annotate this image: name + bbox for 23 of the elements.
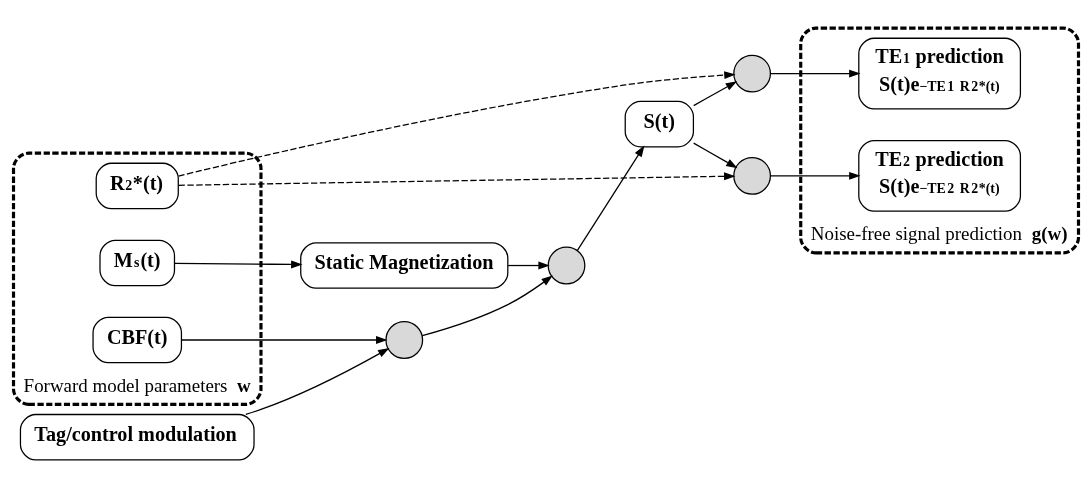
node-circle	[547, 246, 586, 285]
arrow	[174, 260, 303, 269]
arrow	[178, 172, 736, 186]
node-box: S(t)	[624, 100, 695, 148]
node-circle	[385, 321, 424, 359]
node-circle	[733, 54, 772, 93]
arrow	[421, 275, 553, 337]
node-box: Ms(t)	[99, 239, 176, 287]
arrow	[769, 69, 861, 78]
arrow	[177, 71, 736, 177]
arrow	[180, 336, 388, 344]
arrow	[693, 81, 738, 107]
arrow	[576, 145, 645, 251]
arrow	[693, 142, 738, 169]
node-box: CBF(t)	[92, 316, 183, 364]
node-box: TE1 prediction S(t)e−TE1 R2*(t)	[858, 37, 1022, 110]
arrow	[769, 171, 861, 180]
node-box: Tag/control modulation	[19, 413, 255, 461]
node-box: TE2 prediction S(t)e−TE2 R2*(t)	[858, 139, 1022, 212]
node-box: Static Magnetization	[300, 242, 509, 289]
node-circle	[733, 156, 772, 195]
arrow	[507, 261, 550, 270]
node-box: R2*(t)	[95, 162, 179, 210]
